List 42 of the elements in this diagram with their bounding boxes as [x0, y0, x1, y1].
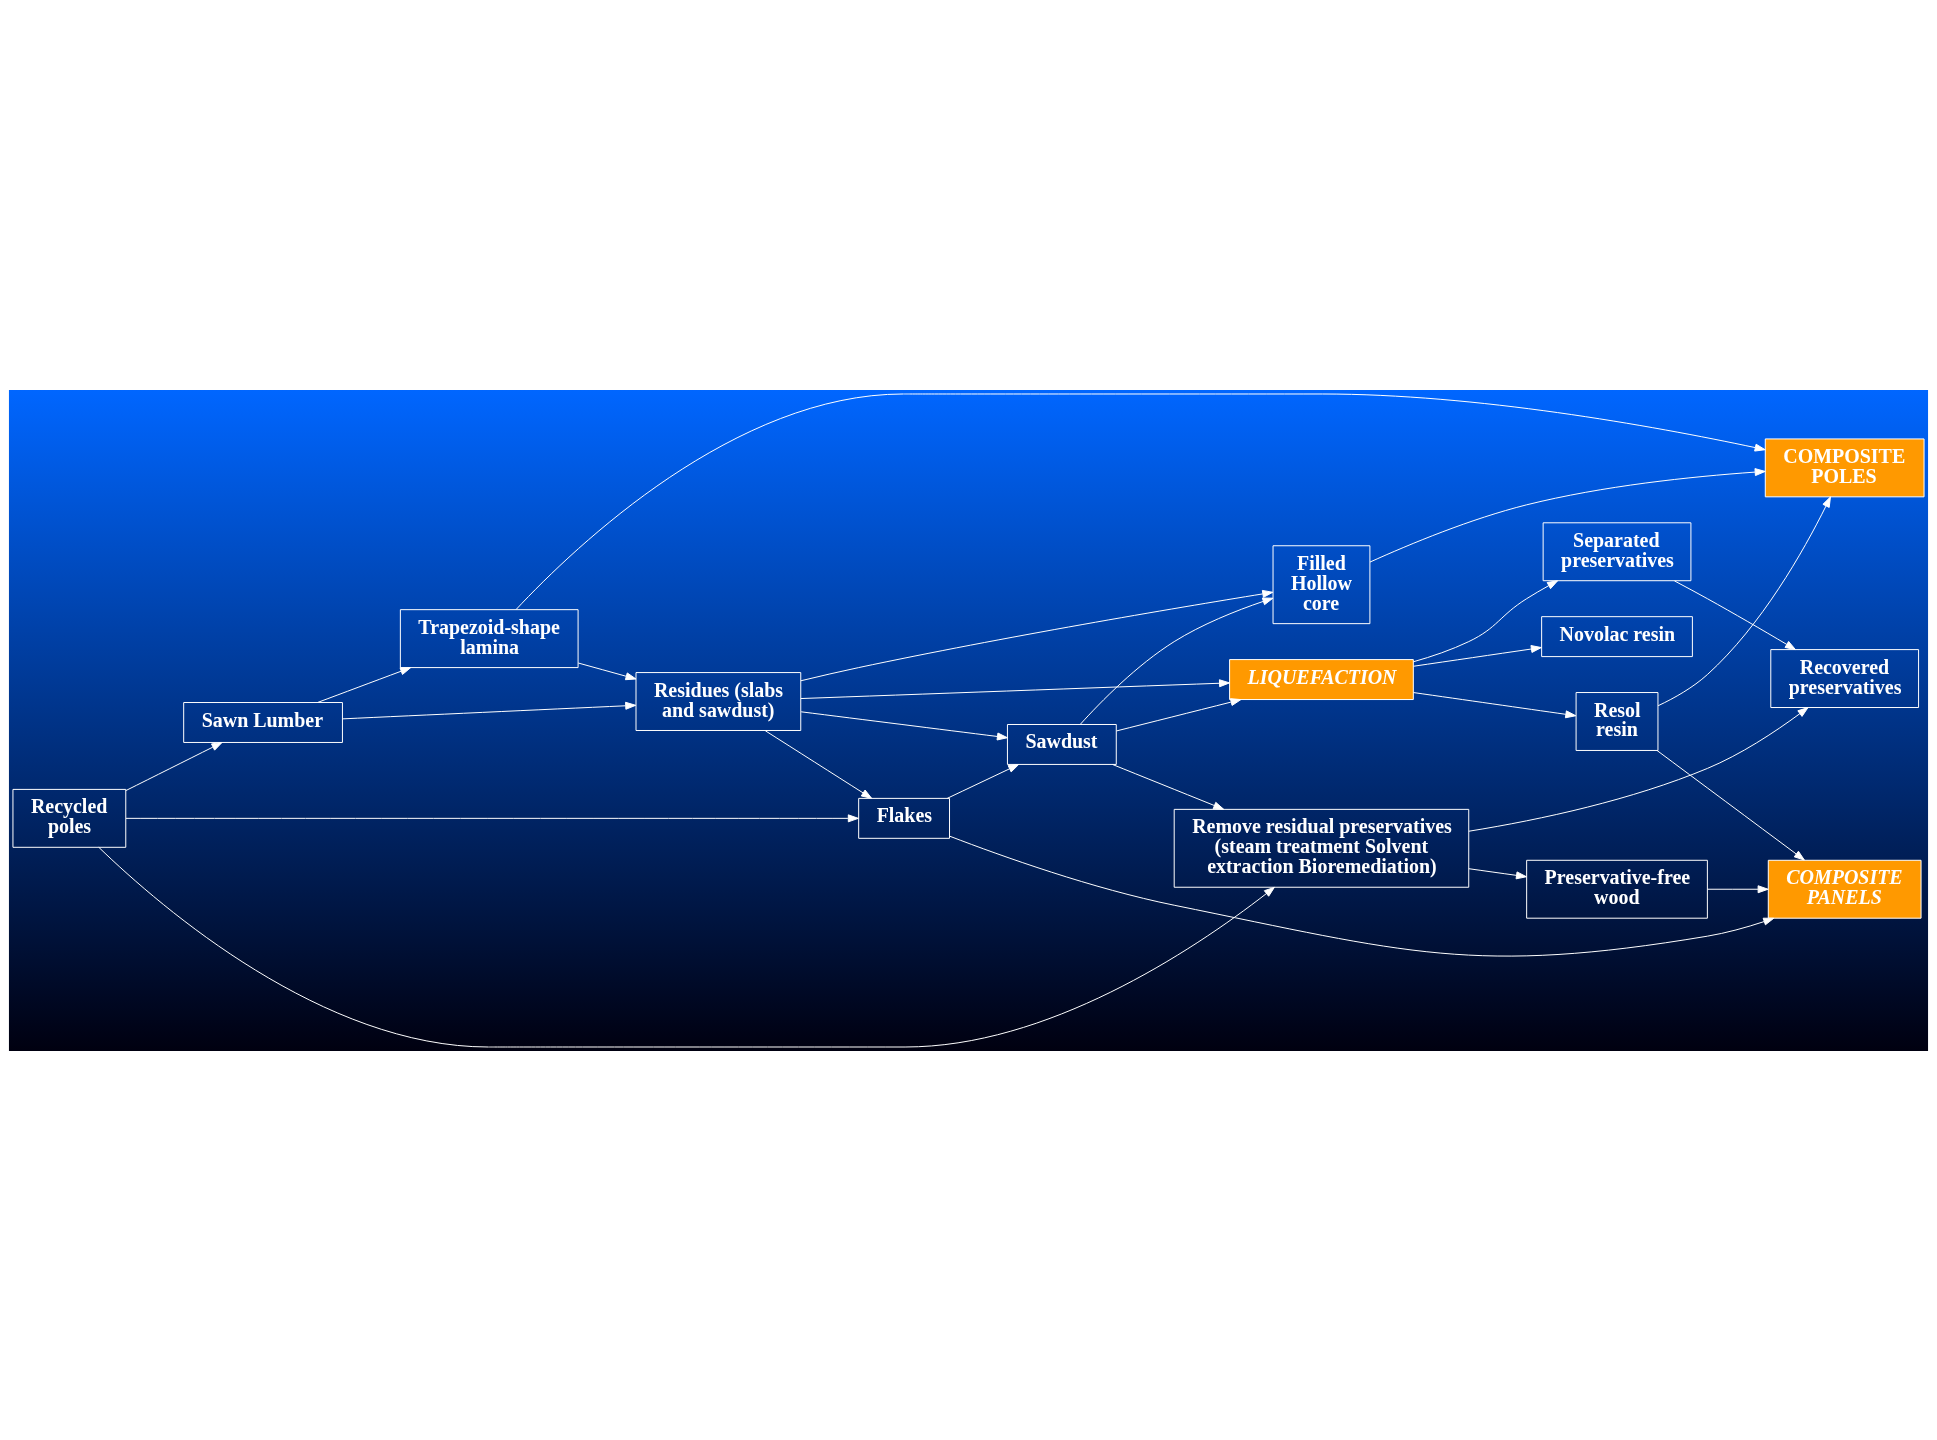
- arrow: [1657, 495, 1831, 706]
- node-box: LIQUEFACTION: [1229, 658, 1414, 700]
- arrow: [1412, 691, 1577, 718]
- node-box: Sawn Lumber: [183, 701, 343, 743]
- arrow: [125, 813, 859, 822]
- arrow: [577, 662, 637, 680]
- arrow: [1112, 763, 1225, 810]
- node-box: Resol resin: [1575, 691, 1659, 751]
- node-box: Separated preservatives: [1542, 521, 1692, 581]
- arrow: [1412, 579, 1559, 662]
- arrow: [800, 589, 1274, 681]
- node-box: Trapezoid-shape lamina: [399, 608, 579, 668]
- node-box: Recycled poles: [12, 788, 127, 848]
- arrow: [1079, 597, 1274, 725]
- arrow: [1656, 749, 1805, 860]
- node-box: Novolac resin: [1541, 615, 1693, 657]
- arrow: [125, 741, 223, 791]
- node-box: Filled Hollow core: [1272, 544, 1371, 624]
- arrow: [1707, 884, 1769, 893]
- arrow: [1369, 467, 1766, 563]
- node-box: Preservative-free wood: [1526, 859, 1708, 919]
- arrow: [1412, 644, 1542, 667]
- arrow: [764, 729, 873, 799]
- arrow: [800, 678, 1230, 699]
- arrow: [515, 393, 1766, 610]
- arrow: [800, 710, 1008, 740]
- arrow: [342, 701, 637, 719]
- arrow: [1468, 706, 1809, 832]
- node-box: Sawdust: [1006, 723, 1117, 765]
- arrow: [1674, 579, 1796, 650]
- arrow: [1468, 867, 1527, 879]
- node-box: Recovered preservatives: [1770, 648, 1920, 708]
- node-box: COMPOSITE POLES: [1764, 437, 1925, 497]
- arrow: [946, 763, 1020, 799]
- node-box: Residues (slabs and sawdust): [635, 671, 802, 731]
- arrow: [949, 835, 1775, 957]
- node-box: Remove residual preservatives (steam treatment Solvent extraction Bioremediation): [1173, 808, 1470, 888]
- arrow: [1116, 697, 1242, 731]
- arrow: [98, 846, 1275, 1047]
- node-box: COMPOSITE PANELS: [1767, 859, 1922, 919]
- arrow: [316, 666, 412, 703]
- node-box: Flakes: [858, 797, 951, 839]
